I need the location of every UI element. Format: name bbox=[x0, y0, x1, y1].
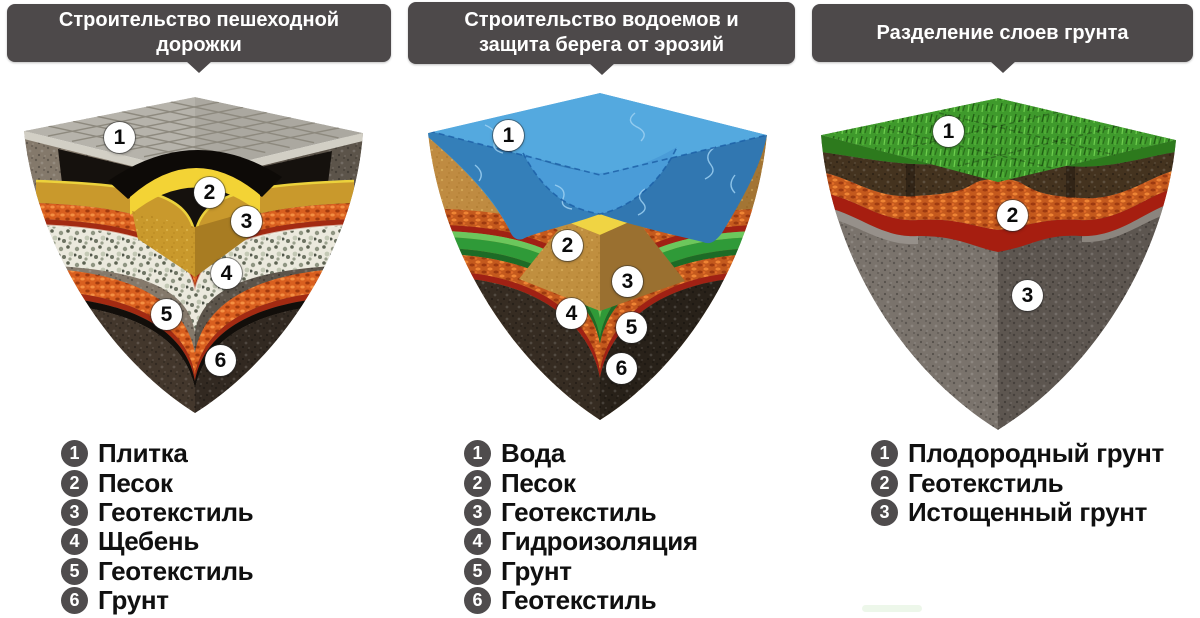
layer-badge: 3 bbox=[612, 266, 643, 297]
legend-item: 4 Гидроизоляция bbox=[464, 526, 698, 557]
layer-badge: 4 bbox=[211, 258, 242, 289]
legend-number-badge: 5 bbox=[464, 557, 491, 585]
legend-number-badge: 3 bbox=[464, 498, 491, 526]
legend-number-badge: 4 bbox=[61, 528, 88, 556]
legend-number-badge: 6 bbox=[464, 587, 491, 615]
legend-item: 4 Щебень bbox=[61, 526, 253, 557]
legend-item: 3 Геотекстиль bbox=[464, 496, 698, 527]
walkway-diagram bbox=[24, 97, 363, 413]
legend-item: 6 Грунт bbox=[61, 585, 253, 616]
legend-layers: 1 Плодородный грунт 2 Геотекстиль 3 Исто… bbox=[871, 438, 1164, 527]
legend-number-badge: 1 bbox=[61, 440, 88, 468]
gravel-layer bbox=[35, 224, 355, 332]
legend-label: Геотекстиль bbox=[98, 496, 254, 527]
legend-number-badge: 2 bbox=[871, 469, 898, 497]
header-pond-title: Строительство водоемов и защита берега о… bbox=[464, 9, 739, 56]
legend-item: 3 Геотекстиль bbox=[61, 496, 254, 527]
legend-label: Грунт bbox=[501, 555, 572, 586]
red-stripe bbox=[821, 188, 1176, 252]
legend-item: 1 Плитка bbox=[61, 438, 253, 469]
legend-number-badge: 6 bbox=[61, 587, 88, 615]
legend-label: Плодородный грунт bbox=[908, 438, 1164, 469]
legend-number-badge: 3 bbox=[61, 498, 88, 526]
header-walkway: Строительство пешеходной дорожки bbox=[7, 4, 391, 73]
waterproofing-green-band bbox=[445, 231, 755, 344]
legend-number-badge: 1 bbox=[464, 440, 491, 468]
legend-number-badge: 1 bbox=[871, 440, 898, 468]
legend-label: Грунт bbox=[98, 585, 169, 616]
header-walkway-title: Строительство пешеходной дорожки bbox=[58, 9, 340, 56]
legend-item: 6 Геотекстиль bbox=[464, 585, 698, 616]
terrace-left bbox=[821, 206, 918, 245]
water-layer bbox=[428, 93, 767, 244]
legend-number-badge: 4 bbox=[464, 528, 491, 556]
layer-badge: 6 bbox=[205, 345, 236, 376]
layer-badge: 4 bbox=[556, 298, 587, 329]
layer-badge: 6 bbox=[606, 353, 637, 384]
layer-badge: 2 bbox=[194, 177, 225, 208]
legend-label: Гидроизоляция bbox=[501, 526, 698, 557]
layer-badge: 5 bbox=[151, 299, 182, 330]
layers-diagram bbox=[821, 98, 1176, 430]
geotextile-band bbox=[821, 170, 1176, 230]
artifact-smudge bbox=[862, 605, 922, 612]
layer-badge: 3 bbox=[231, 206, 262, 237]
legend-number-badge: 2 bbox=[464, 469, 491, 497]
header-layers-title: Разделение слоев грунта bbox=[876, 21, 1129, 44]
legend-walkway: 1 Плитка 2 Песок 3 Геотекстиль 4 Щебень … bbox=[61, 438, 254, 616]
header-pointer bbox=[588, 63, 615, 75]
legend-pond: 1 Вода 2 Песок 3 Геотекстиль 4 Гидроизол… bbox=[464, 438, 698, 616]
layer-badge: 1 bbox=[493, 120, 524, 151]
pond-diagram bbox=[428, 93, 767, 420]
header-pointer bbox=[186, 61, 212, 73]
header-pointer bbox=[989, 61, 1016, 73]
legend-number-badge: 2 bbox=[61, 469, 88, 497]
layer-badge: 5 bbox=[616, 312, 647, 343]
geotextile-lower-band bbox=[36, 268, 354, 389]
paving-tiles bbox=[24, 97, 363, 182]
legend-label: Щебень bbox=[98, 526, 200, 557]
legend-label: Геотекстиль bbox=[98, 555, 254, 586]
legend-item: 1 Вода bbox=[464, 438, 698, 469]
header-pond: Строительство водоемов и защита берега о… bbox=[408, 2, 795, 75]
legend-label: Геотекстиль bbox=[501, 585, 657, 616]
legend-item: 2 Песок bbox=[464, 467, 698, 498]
layer-badge: 2 bbox=[997, 200, 1028, 231]
legend-label: Песок bbox=[501, 467, 576, 498]
legend-label: Геотекстиль bbox=[908, 467, 1064, 498]
header-layers: Разделение слоев грунта bbox=[812, 4, 1193, 73]
legend-item: 5 Геотекстиль bbox=[61, 555, 254, 586]
layer-badge: 3 bbox=[1012, 280, 1043, 311]
legend-item: 2 Песок bbox=[61, 467, 253, 498]
layer-badge: 1 bbox=[933, 116, 964, 147]
legend-label: Геотекстиль bbox=[501, 496, 657, 527]
legend-item: 2 Геотекстиль bbox=[871, 467, 1164, 498]
legend-number-badge: 5 bbox=[61, 557, 88, 585]
grass-layer bbox=[821, 98, 1176, 182]
legend-label: Песок bbox=[98, 467, 173, 498]
legend-label: Истощенный грунт bbox=[908, 496, 1148, 527]
layer-badge: 1 bbox=[104, 122, 135, 153]
legend-label: Вода bbox=[501, 438, 566, 469]
legend-number-badge: 3 bbox=[871, 498, 898, 526]
legend-item: 3 Истощенный грунт bbox=[871, 496, 1164, 527]
legend-item: 5 Грунт bbox=[464, 555, 698, 586]
legend-item: 1 Плодородный грунт bbox=[871, 438, 1164, 469]
legend-label: Плитка bbox=[98, 438, 188, 469]
layer-badge: 2 bbox=[552, 230, 583, 261]
